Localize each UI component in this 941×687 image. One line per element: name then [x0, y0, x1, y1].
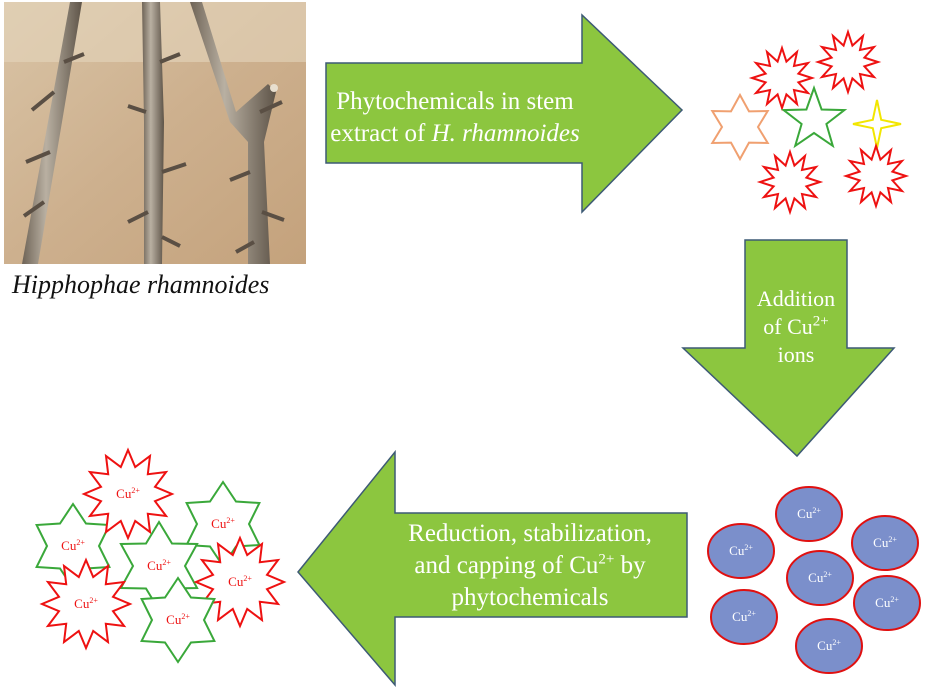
capped-burst-particle [39, 557, 133, 651]
red-burst-shape [814, 28, 882, 96]
orange-hexagram-shape [710, 92, 770, 162]
cu-ion-particle [707, 523, 775, 579]
arrow3-label: Reduction, stabilization, and capping of… [408, 520, 652, 611]
capped-burst-particle [81, 447, 175, 541]
arrow2-label: Addition of Cu2+ ions [756, 286, 836, 367]
cu-ion-particle [851, 515, 919, 571]
capped-burst-particle [193, 535, 287, 629]
plant-stem-photo [4, 2, 306, 264]
arrow1-label: Phytochemicals in stem extract of H. rha… [330, 88, 580, 147]
cu-ion-particle [786, 550, 854, 606]
red-burst-shape [842, 142, 910, 210]
red-burst-shape [748, 44, 816, 112]
cu-ion-particle [795, 618, 863, 674]
cu-ion-particle [853, 575, 921, 631]
green-star-shape [780, 84, 848, 149]
plant-caption: Hipphophae rhamnoides [12, 270, 270, 299]
capped-hexagram-particle [140, 576, 216, 664]
arrow-left [297, 449, 688, 687]
cu-ion-particle [775, 486, 843, 542]
arrow-down [681, 239, 896, 458]
arrow-right [325, 13, 684, 214]
red-burst-shape [756, 148, 824, 216]
cu-ion-particle [710, 589, 778, 645]
